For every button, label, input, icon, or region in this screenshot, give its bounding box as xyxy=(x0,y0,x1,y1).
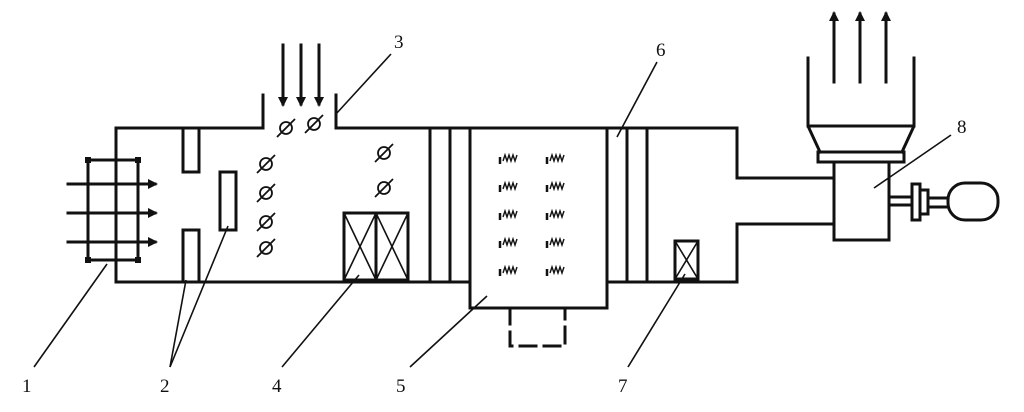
plate-sections xyxy=(428,126,649,284)
return-air-arrows xyxy=(278,43,324,107)
label-8: 8 xyxy=(957,117,967,138)
label-5: 5 xyxy=(396,376,406,397)
fan-unit xyxy=(806,11,1000,242)
label-6: 6 xyxy=(656,40,666,61)
number-labels: 1 2 3 4 5 6 7 8 xyxy=(22,32,967,397)
heater-elements xyxy=(498,153,566,278)
filter-baffles xyxy=(181,126,238,284)
small-filter-box xyxy=(673,239,700,281)
label-1: 1 xyxy=(22,376,32,397)
coil-box xyxy=(342,211,410,282)
label-3: 3 xyxy=(394,32,404,53)
drain-pipe xyxy=(508,306,567,348)
housing-outline xyxy=(114,93,836,310)
label-4: 4 xyxy=(272,376,282,397)
damper-group xyxy=(256,114,394,258)
inlet-filter xyxy=(66,157,158,263)
label-7: 7 xyxy=(618,376,628,397)
label-2: 2 xyxy=(160,376,170,397)
leader-lines xyxy=(33,53,952,368)
